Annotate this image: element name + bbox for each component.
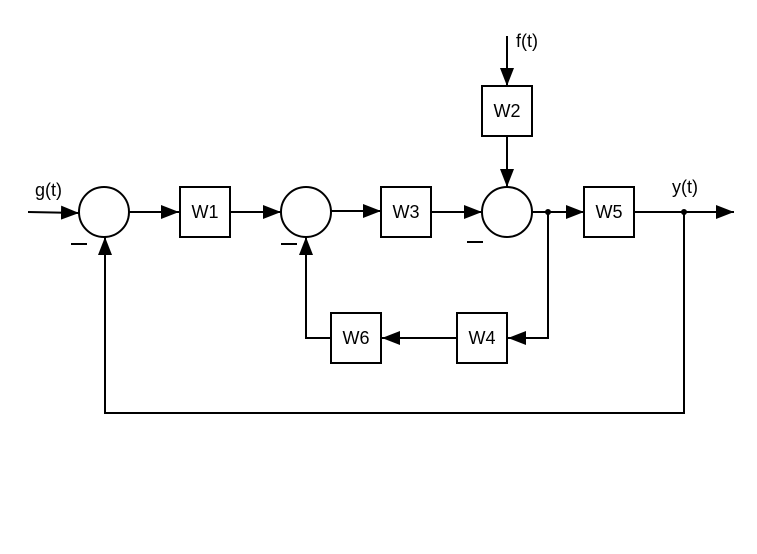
- block-w4: W4: [456, 312, 508, 364]
- block-w1: W1: [179, 186, 231, 238]
- summing-junction-1: [78, 186, 130, 238]
- arrow-output-feedback: [98, 212, 685, 414]
- block-w5: W5: [583, 186, 635, 238]
- block-w3-label: W3: [393, 202, 420, 222]
- arrow-branch-w4: [508, 212, 549, 345]
- block-w5-label: W5: [596, 202, 623, 222]
- block-w2: W2: [481, 85, 533, 137]
- input-arrow: [27, 205, 80, 220]
- block-w4-label: W4: [469, 328, 496, 348]
- block-w2-label: W2: [494, 101, 521, 121]
- output-label: y(t): [672, 177, 698, 197]
- disturbance-label: f(t): [516, 31, 538, 51]
- summing-junction-3: [481, 186, 533, 238]
- block-w1-label: W1: [192, 202, 219, 222]
- block-w6: W6: [330, 312, 382, 364]
- arrow-w6-s2: [299, 237, 331, 339]
- block-w3: W3: [380, 186, 432, 238]
- summing-junction-2: [280, 186, 332, 238]
- block-w6-label: W6: [343, 328, 370, 348]
- input-label: g(t): [35, 180, 62, 200]
